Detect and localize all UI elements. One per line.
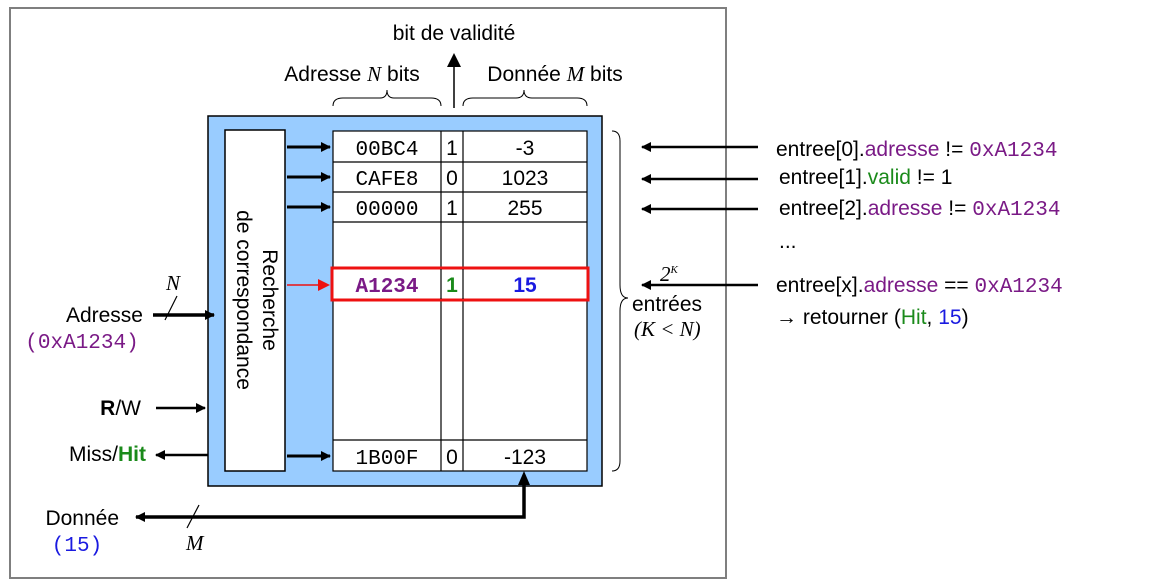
data-out-label: Donnée [45,507,119,530]
miss-hit-label: Miss/Hit [69,443,146,466]
m-bits-label: M [185,531,205,555]
entries-constraint: (K < N) [634,317,701,341]
address-value: (0xA1234) [25,332,138,355]
rw-label: R/W [100,397,141,420]
comparison-line-0: entree[0].adresse != 0xA1234 [776,138,1057,163]
svg-text:0: 0 [446,167,458,190]
svg-text:00000: 00000 [355,199,418,222]
svg-text:1: 1 [446,197,458,220]
data-out-value: (15) [52,535,102,558]
svg-text:15: 15 [513,274,537,297]
svg-text:A1234: A1234 [355,276,418,299]
address-brace [332,89,442,107]
data-out-path [135,481,526,522]
svg-text:-123: -123 [504,446,546,469]
svg-text:CAFE8: CAFE8 [355,169,418,192]
matcher-label-line2: de correspondance [232,210,255,390]
table-row: 00BC4 1 -3 [355,137,534,162]
entries-count: 2K [660,262,679,286]
hit-row: A1234 1 15 [355,274,537,299]
data-brace [462,89,588,107]
svg-text:1023: 1023 [502,167,549,190]
address-bits-label: Adresse N bits [284,62,419,86]
svg-text:0: 0 [446,446,458,469]
matcher-box [224,129,286,472]
svg-text:1: 1 [446,137,458,160]
entries-brace [611,130,629,472]
svg-text:-3: -3 [516,137,535,160]
svg-text:00BC4: 00BC4 [355,139,418,162]
svg-text:255: 255 [507,197,542,220]
n-bits-label: N [165,271,181,295]
matcher-label-line1: Recherche [258,249,281,351]
svg-text:1: 1 [446,274,458,297]
data-bits-label: Donnée M bits [487,62,622,86]
svg-text:1B00F: 1B00F [355,448,418,471]
entries-label: entrées [632,293,702,316]
comparison-result: → retourner (Hit, 15) [776,306,969,329]
address-label: Adresse [66,304,143,327]
table-row: CAFE8 0 1023 [355,167,548,192]
comparison-ellipsis: ... [779,230,797,253]
hit-row-highlight [330,266,590,302]
table-row: 00000 1 255 [355,197,542,222]
comparison-line-1: entree[1].valid != 1 [779,166,952,189]
valid-bit-label: bit de validité [393,22,516,45]
table-row-last: 1B00F 0 -123 [355,446,546,471]
comparison-line-x: entree[x].adresse == 0xA1234 [776,274,1063,299]
comparison-line-2: entree[2].adresse != 0xA1234 [779,197,1060,222]
